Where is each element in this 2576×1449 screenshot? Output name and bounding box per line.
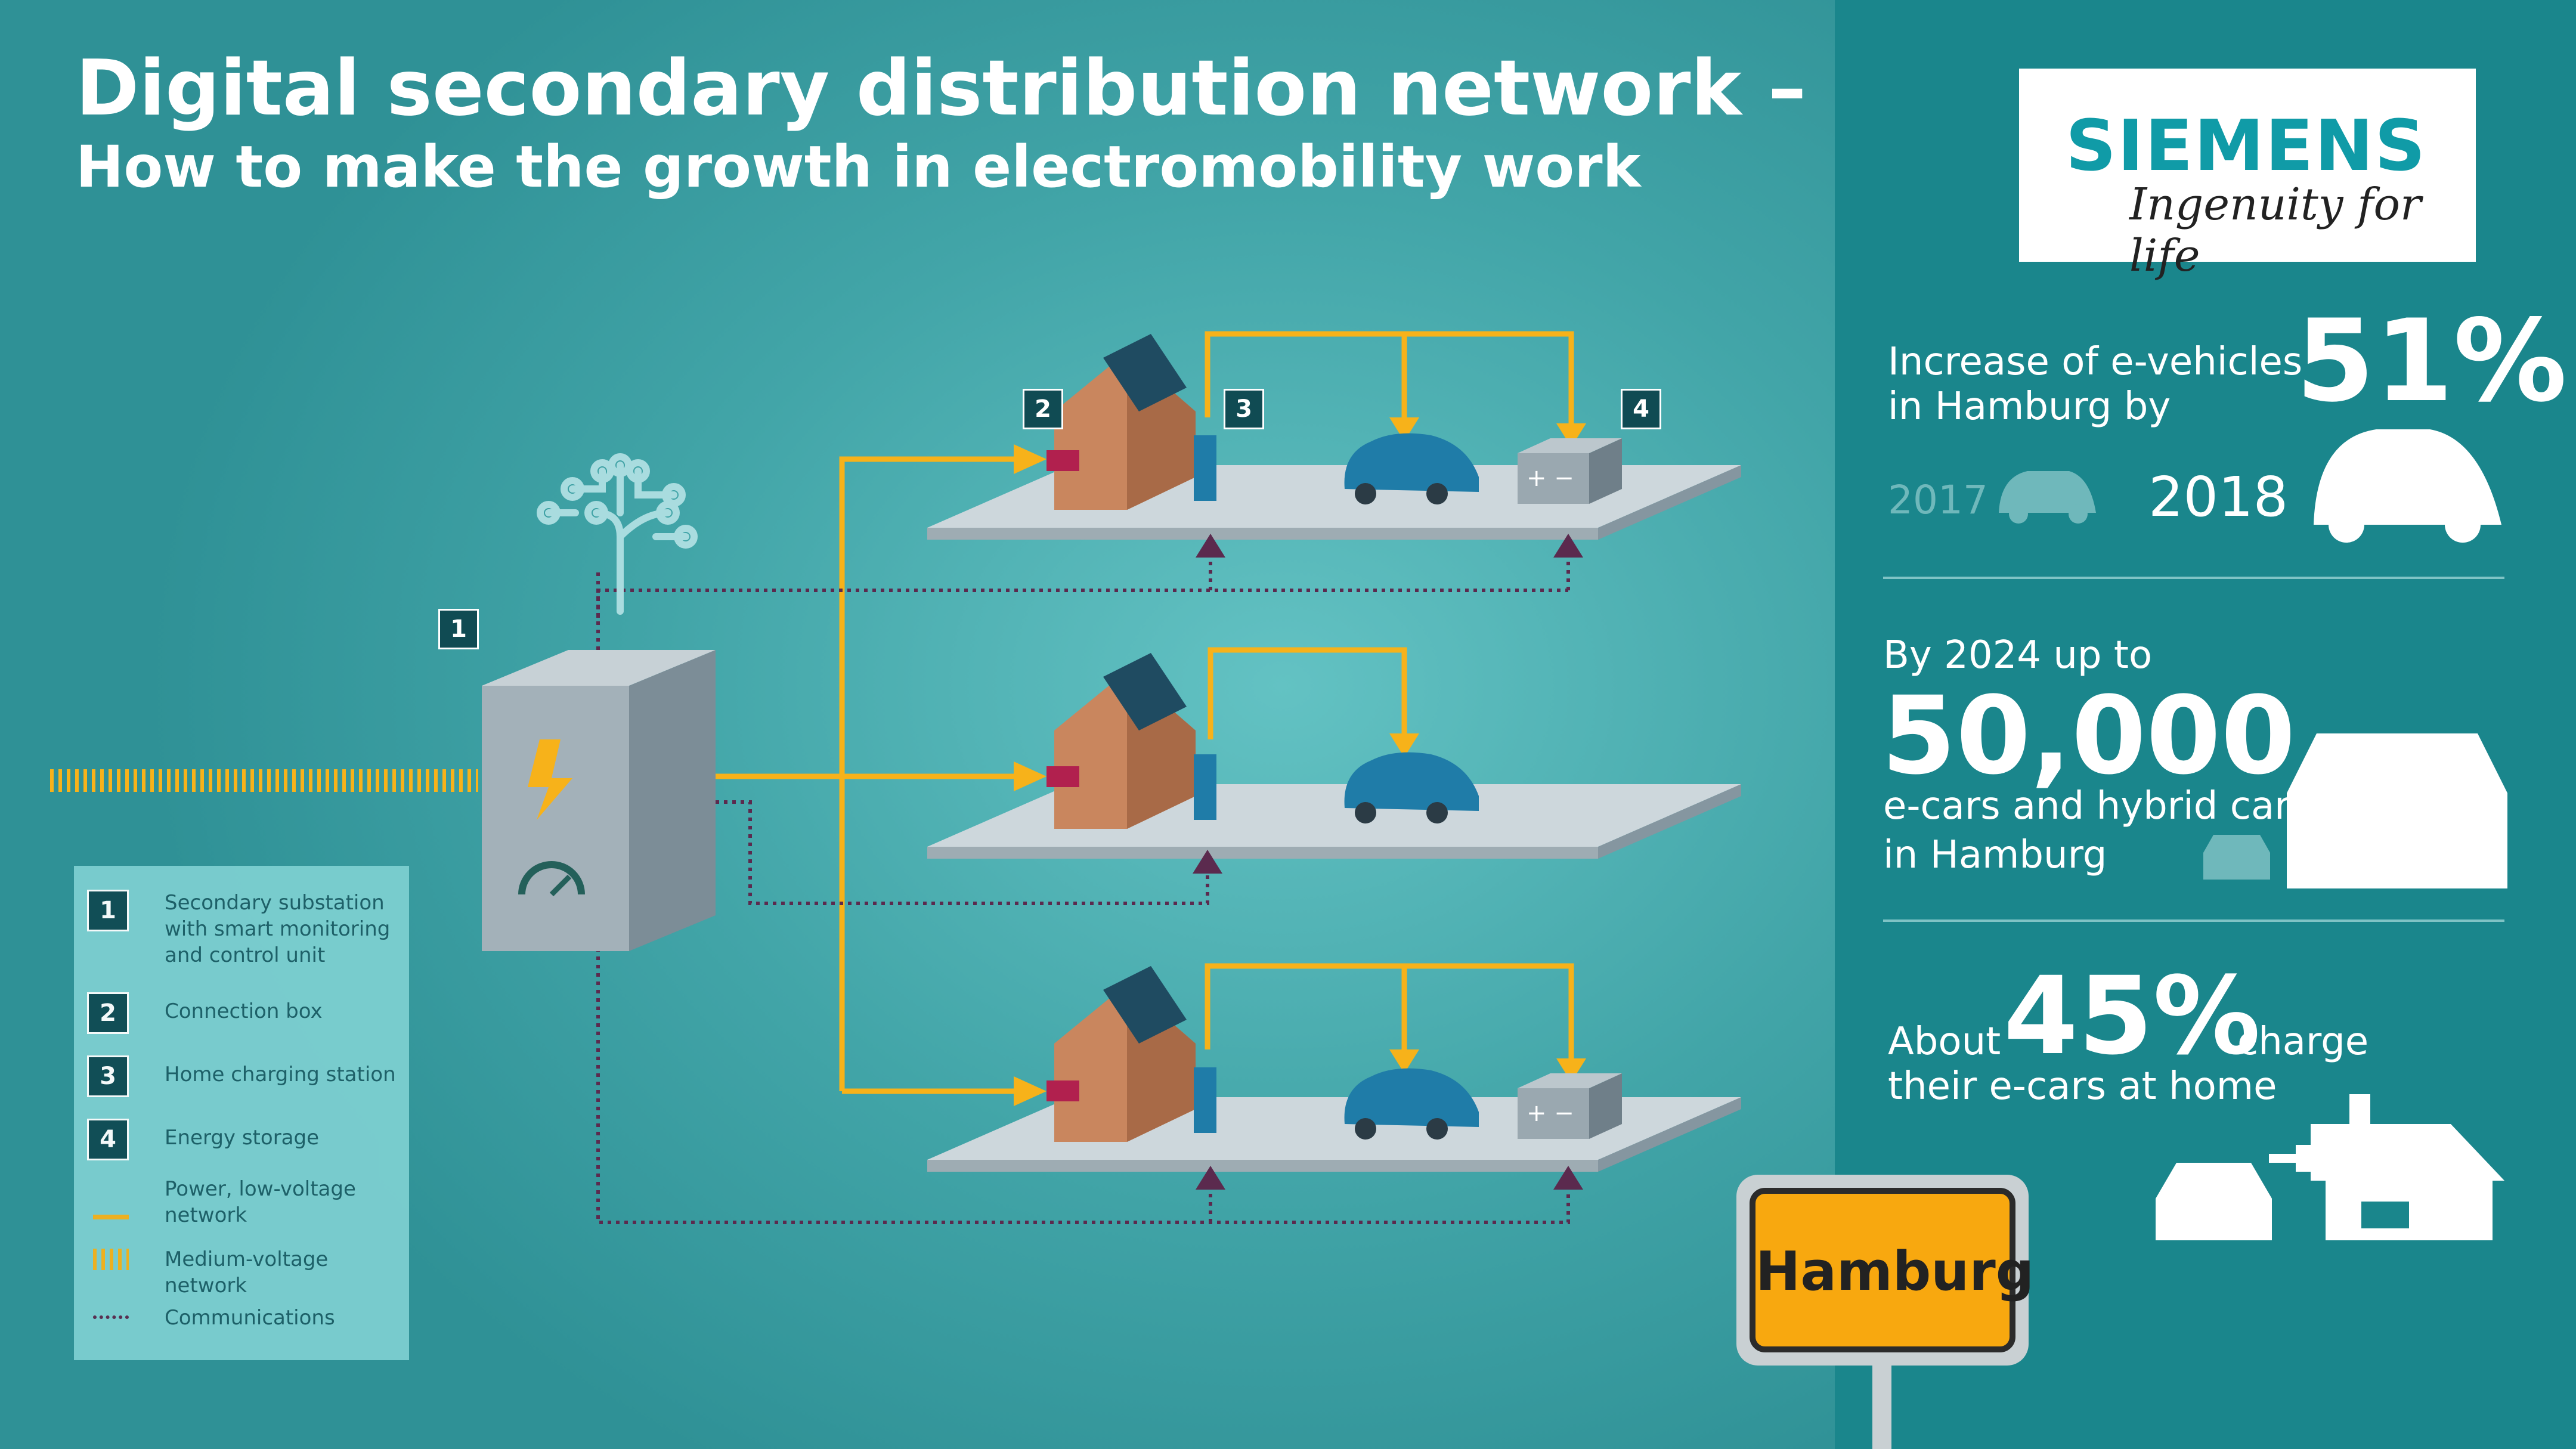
- house-top: [1046, 334, 1216, 510]
- legend-label: Power, low-voltage network: [165, 1177, 356, 1227]
- home-charging-prefix: About: [1888, 1020, 2001, 1064]
- year-2018: 2018: [2148, 465, 2289, 529]
- legend-label: Home charging station: [165, 1063, 396, 1086]
- car-top: [1344, 433, 1479, 504]
- hamburg-sign-face: Hamburg: [1750, 1188, 2035, 1352]
- svg-text:+ −: + −: [1527, 465, 1574, 492]
- car-icon-2018: [2314, 429, 2501, 543]
- car-icon-front-small: [2203, 835, 2270, 880]
- sign-pole: [1872, 1366, 1891, 1449]
- communication-line-swatch: [93, 1315, 129, 1319]
- gauge-icon: [518, 861, 585, 895]
- connection-box: [1046, 450, 1079, 471]
- home-charging-suffix: charge: [2237, 1020, 2369, 1064]
- power-line-swatch: [93, 1215, 129, 1219]
- legend-label: Energy storage: [165, 1126, 320, 1150]
- medium-voltage-line: [48, 769, 478, 792]
- title-line-2: How to make the growth in electromobilit…: [76, 134, 1641, 200]
- forecast-line-2: in Hamburg: [1883, 833, 2107, 877]
- car-icon-2017: [1999, 471, 2096, 524]
- hamburg-sign-text: Hamburg: [1755, 1240, 2035, 1303]
- legend-num: 2: [87, 992, 129, 1034]
- battery-top: + −: [1518, 438, 1622, 504]
- car-charging-icon: [2156, 1145, 2317, 1240]
- forecast-intro: By 2024 up to: [1883, 633, 2153, 677]
- badge-1: 1: [438, 609, 479, 649]
- communication-arrowheads: [1193, 534, 1583, 1190]
- car-middle: [1344, 752, 1479, 823]
- ev-increase-value: 51%: [2296, 295, 2567, 427]
- house-bottom: [1046, 966, 1216, 1142]
- solar-panel-icon: [1103, 334, 1187, 411]
- secondary-substation: [482, 650, 716, 951]
- badge-3: 3: [1224, 389, 1264, 429]
- communication-lines: [596, 552, 1570, 1224]
- legend: 1 Secondary substation with smart monito…: [74, 866, 409, 1360]
- title-line-1: Digital secondary distribution network –: [76, 44, 1807, 133]
- car-bottom: [1344, 1068, 1479, 1140]
- separator: [1883, 919, 2504, 922]
- legend-label: Medium-voltage network: [165, 1247, 329, 1298]
- siemens-logo: SIEMENS Ingenuity for life: [2019, 69, 2476, 281]
- legend-num: 3: [87, 1055, 129, 1097]
- house-icon: [2311, 1094, 2504, 1240]
- ev-increase-label-1: Increase of e-vehicles: [1888, 340, 2303, 384]
- separator: [1883, 577, 2504, 579]
- logo-tagline: Ingenuity for life: [2129, 179, 2422, 281]
- forecast-line-1: e-cars and hybrid cars: [1883, 784, 2310, 828]
- badge-4: 4: [1621, 389, 1661, 429]
- platform-middle: [927, 784, 1741, 859]
- legend-label: Connection box: [165, 999, 323, 1023]
- forecast-value: 50,000: [1881, 674, 2296, 798]
- car-icon-front-large: [2287, 733, 2507, 888]
- svg-text:+ −: + −: [1527, 1100, 1574, 1127]
- smart-control-icon: [537, 453, 698, 615]
- lightning-icon: [528, 739, 572, 820]
- home-charging-line-2: their e-cars at home: [1888, 1064, 2277, 1109]
- battery-bottom: + −: [1518, 1073, 1622, 1139]
- legend-label: Communications: [165, 1306, 335, 1330]
- badge-2: 2: [1023, 389, 1063, 429]
- legend-num: 1: [87, 890, 129, 931]
- home-charging-value: 45%: [2004, 954, 2261, 1079]
- logo-wordmark: SIEMENS: [2066, 104, 2427, 187]
- house-middle: [1046, 653, 1216, 829]
- hamburg-sign: Hamburg: [1736, 1175, 2035, 1366]
- legend-num: 4: [87, 1119, 129, 1160]
- medium-voltage-swatch: [93, 1249, 129, 1270]
- charging-station: [1194, 435, 1216, 501]
- year-2017: 2017: [1888, 477, 1988, 523]
- ev-increase-label-2: in Hamburg by: [1888, 385, 2171, 429]
- legend-label: Secondary substation with smart monitori…: [165, 891, 391, 967]
